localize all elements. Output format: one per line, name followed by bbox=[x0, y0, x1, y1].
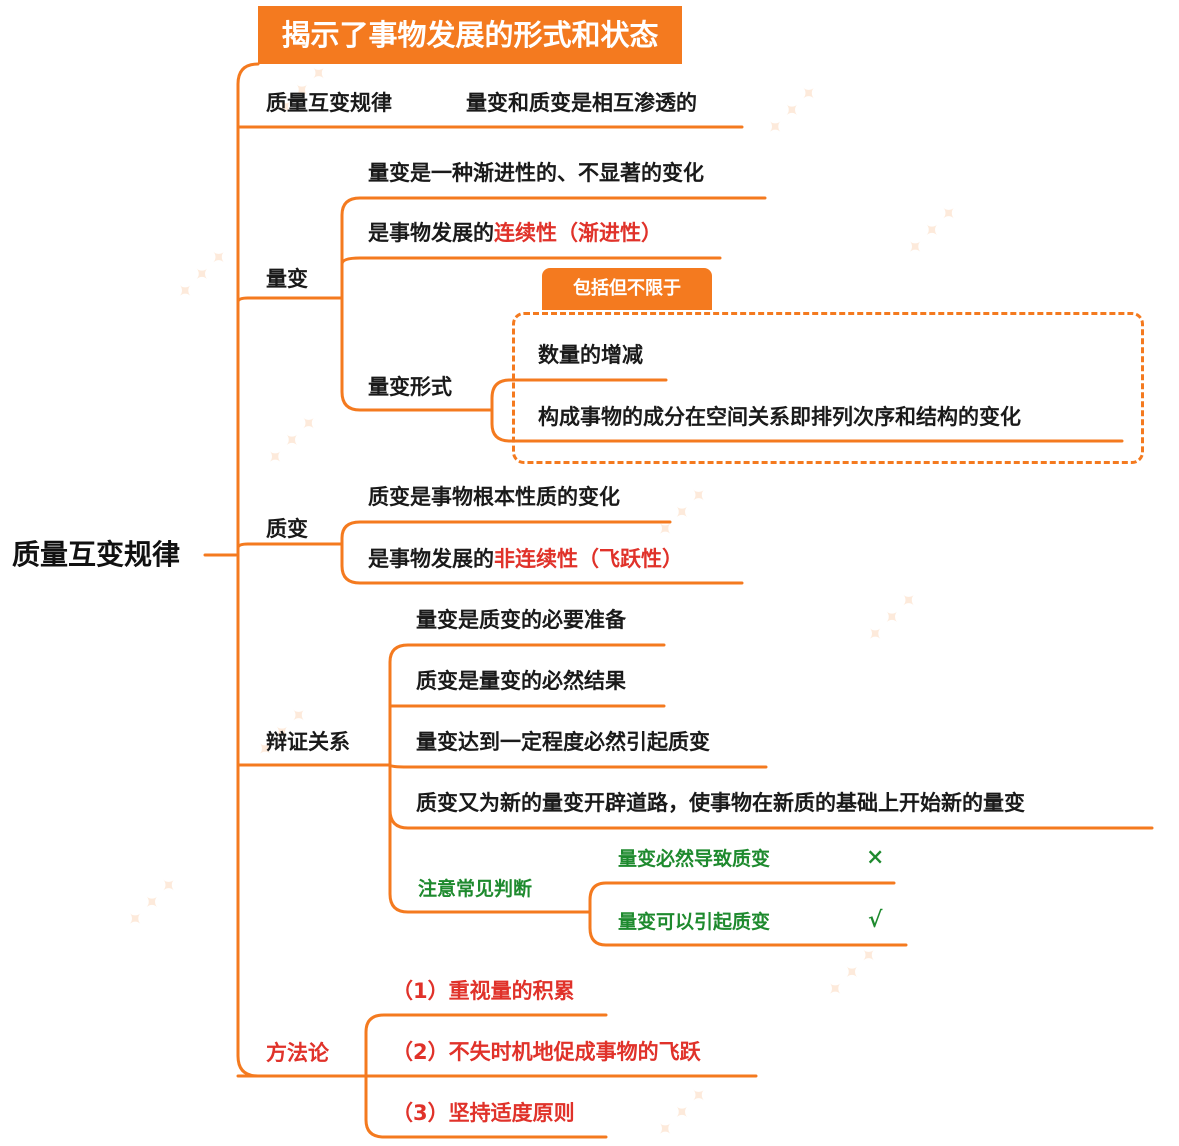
dialectic-item: 质变是量变的必然结果 bbox=[416, 669, 626, 693]
continuity-prefix: 是事物发展的 bbox=[368, 221, 494, 245]
methodology-item: （3）坚持适度原则 bbox=[392, 1101, 575, 1125]
qualitative-item: 质变是事物根本性质的变化 bbox=[368, 485, 620, 509]
quantitative-item: 量变是一种渐进性的、不显著的变化 bbox=[368, 161, 704, 185]
qualitative-node: 质变 bbox=[266, 517, 308, 541]
dialectic-item: 量变达到一定程度必然引起质变 bbox=[416, 730, 710, 754]
dialectic-item: 质变又为新的量变开辟道路，使事物在新质的基础上开始新的量变 bbox=[416, 791, 1025, 815]
continuity-highlight: 连续性（渐进性） bbox=[494, 221, 662, 245]
forms-tag: 包括但不限于 bbox=[542, 268, 712, 310]
root-node: 质量互变规律 bbox=[12, 538, 181, 571]
judgement-item: 量变必然导致质变 bbox=[618, 848, 771, 870]
topic-title: 揭示了事物发展的形式和状态 bbox=[258, 6, 682, 64]
law-label: 质量互变规律 bbox=[266, 91, 392, 115]
quantitative-node: 量变 bbox=[266, 267, 308, 291]
judgement-node: 注意常见判断 bbox=[418, 878, 533, 900]
forms-item: 构成事物的成分在空间关系即排列次序和结构的变化 bbox=[538, 405, 1021, 429]
forms-item: 数量的增减 bbox=[538, 343, 643, 367]
methodology-node: 方法论 bbox=[266, 1041, 329, 1065]
judgement-item: 量变可以引起质变 bbox=[618, 911, 771, 933]
dialectic-node: 辩证关系 bbox=[266, 730, 350, 754]
methodology-item: （2）不失时机地促成事物的飞跃 bbox=[392, 1040, 701, 1064]
qualitative-discontinuity: 是事物发展的非连续性（飞跃性） bbox=[368, 546, 683, 572]
quantitative-forms-node: 量变形式 bbox=[368, 375, 452, 399]
dialectic-item: 量变是质变的必要准备 bbox=[416, 608, 626, 632]
forms-dashed-box bbox=[512, 312, 1144, 464]
discontinuity-highlight: 非连续性（飞跃性） bbox=[494, 547, 683, 571]
law-description: 量变和质变是相互渗透的 bbox=[466, 91, 697, 115]
discontinuity-prefix: 是事物发展的 bbox=[368, 547, 494, 571]
quantitative-continuity: 是事物发展的连续性（渐进性） bbox=[368, 220, 662, 246]
right-mark-icon: √ bbox=[868, 907, 883, 933]
wrong-mark-icon: × bbox=[866, 844, 885, 870]
methodology-item: （1）重视量的积累 bbox=[392, 979, 575, 1003]
